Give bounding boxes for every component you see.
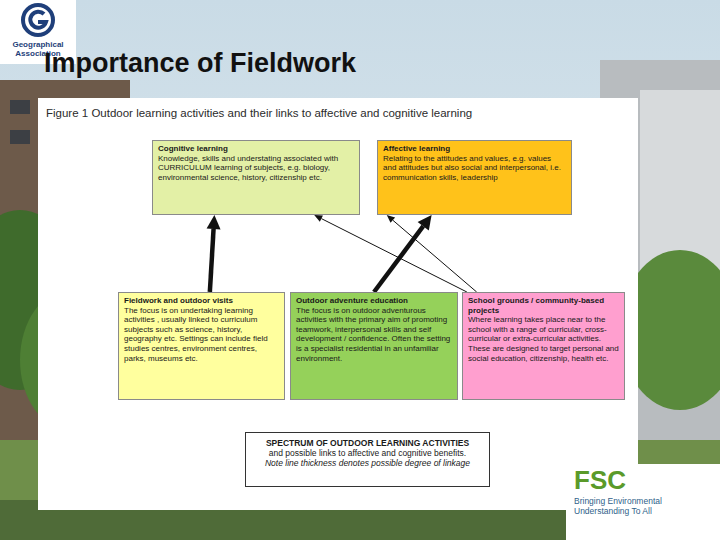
connector-line (374, 226, 423, 292)
connector-arrow (374, 215, 432, 292)
arrow-head (418, 215, 432, 230)
box-heading: Cognitive learning (158, 144, 354, 154)
slide-title: Importance of Fieldwork (44, 48, 356, 79)
arrow-head (314, 215, 323, 222)
box-text: Relating to the attitudes and values, e.… (383, 154, 566, 183)
box-text: The focus is on outdoor adventurous acti… (296, 306, 452, 364)
activity-box: Fieldwork and outdoor visitsThe focus is… (118, 292, 285, 400)
logo-ring (23, 5, 53, 35)
box-text: Note line thickness denotes possible deg… (252, 458, 483, 468)
logo-symbol (0, 0, 76, 40)
logo-panel: FSCBringing Environmental Understanding … (566, 464, 720, 540)
connector-arrow (387, 215, 477, 292)
box-heading: School grounds / community-based project… (468, 296, 619, 315)
arrow-head (387, 215, 395, 223)
box-heading: Affective learning (383, 144, 566, 154)
box-text: Where learning takes place near to the s… (468, 315, 619, 363)
box-heading: Outdoor adventure education (296, 296, 452, 306)
box-text: and possible links to affective and cogn… (252, 448, 483, 458)
figure-caption: Figure 1 Outdoor learning activities and… (46, 107, 631, 119)
activity-box: School grounds / community-based project… (462, 292, 625, 400)
connector-line (321, 219, 467, 292)
logo-tagline: Bringing Environmental Understanding To … (574, 497, 714, 517)
window (10, 100, 30, 114)
outcome-box: Affective learningRelating to the attitu… (377, 140, 572, 215)
key-box: SPECTRUM OF OUTDOOR LEARNING ACTIVITIESa… (245, 432, 490, 487)
connector-arrow (207, 215, 221, 292)
box-heading: Fieldwork and outdoor visits (124, 296, 279, 306)
box-heading: SPECTRUM OF OUTDOOR LEARNING ACTIVITIES (252, 438, 483, 448)
connector-line (210, 229, 214, 292)
outcome-box: Cognitive learningKnowledge, skills and … (152, 140, 360, 215)
box-text: Knowledge, skills and understating assoc… (158, 154, 354, 183)
activity-box: Outdoor adventure educationThe focus is … (290, 292, 458, 400)
connector-arrow (314, 215, 467, 292)
connector-line (393, 220, 477, 292)
logo-text: FSC (574, 466, 644, 496)
logo-g (30, 12, 46, 28)
box-text: The focus is on undertaking learning act… (124, 306, 279, 364)
arrow-head (207, 215, 221, 229)
window (10, 130, 30, 144)
